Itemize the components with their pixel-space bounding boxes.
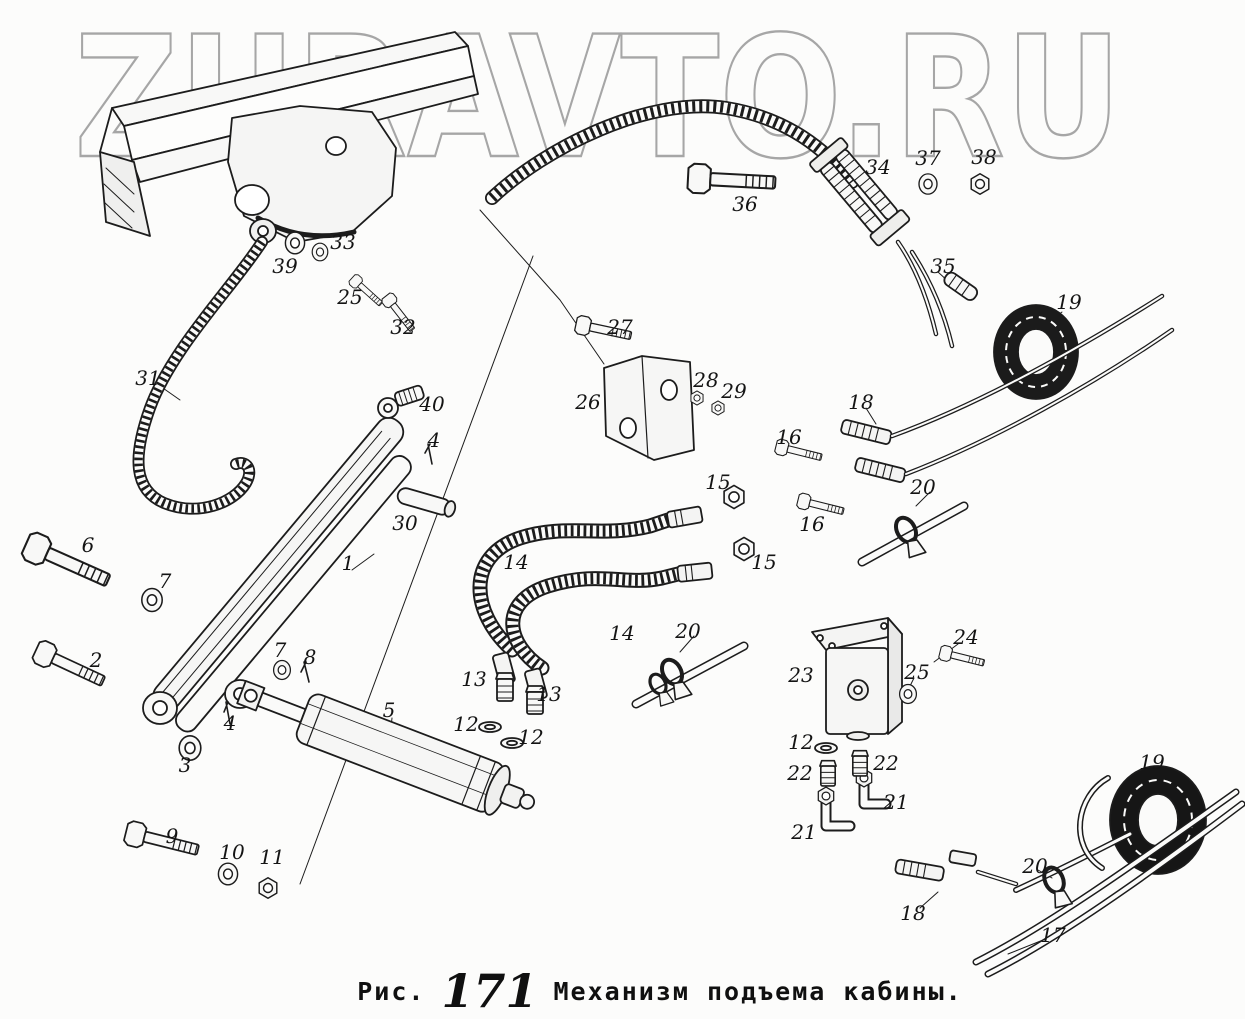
nut-28: [690, 390, 704, 406]
valve-23: [811, 617, 903, 741]
clamp-20-lower: [1037, 862, 1077, 913]
washer-7-left: [141, 587, 163, 613]
washer-25-right: [898, 683, 918, 705]
nut-29: [711, 400, 725, 416]
union-13-left: [495, 672, 515, 702]
clevis-40: [377, 384, 425, 419]
cotter-pin-4-top: [424, 443, 433, 465]
washer-10: [217, 862, 239, 886]
washer-7-mid: [272, 659, 292, 681]
figure-caption: Рис. 171 Механизм подъема кабины.: [357, 968, 962, 1014]
cotter-pin-4-bottom: [223, 701, 231, 725]
torsion-lever-1: [142, 384, 425, 733]
union-22-right: [851, 749, 869, 777]
caption-title: Механизм подъема кабины.: [553, 976, 963, 1006]
bolt-2: [29, 637, 110, 694]
cab-mount-rail: [99, 31, 479, 244]
caption-figure-number: 171: [441, 964, 538, 1018]
bolt-6: [18, 529, 116, 596]
bolt-27: [573, 314, 634, 346]
pin-30: [396, 487, 457, 518]
rope-31: [138, 242, 262, 509]
hydraulic-hoses-14: [480, 505, 714, 702]
washer-33: [311, 242, 329, 262]
clamp-rail-20-mid: [631, 641, 749, 710]
washer-12-left: [478, 721, 502, 733]
hydraulic-cylinder-5: [236, 680, 536, 816]
bolt-32: [379, 291, 419, 335]
nut-15-bottom: [733, 536, 755, 562]
bracket-26: [603, 355, 695, 461]
bolt-24: [937, 644, 987, 671]
fasteners: [18, 162, 990, 899]
clamp-rail-20-upper: [857, 501, 969, 567]
cotter-pin-8: [300, 661, 310, 683]
washer-37: [918, 173, 938, 195]
union-22-left: [819, 759, 837, 787]
washer-3: [178, 735, 202, 761]
cable-assembly-34: [809, 137, 955, 349]
bolt-9: [122, 819, 202, 863]
screw-16-bottom: [795, 491, 846, 520]
cable-18-lower: [894, 849, 1019, 887]
cable-18-upper: [840, 293, 1175, 483]
elbow-fittings-21: [817, 768, 892, 832]
washer-39: [284, 231, 306, 255]
nut-15-top: [723, 484, 745, 510]
washer-12-right: [814, 742, 838, 754]
sleeve-35: [943, 271, 979, 301]
nut-11: [258, 877, 278, 899]
nut-38: [970, 173, 990, 195]
washer-12-mid: [500, 737, 524, 749]
cables-17: [976, 775, 1242, 974]
union-13-right: [525, 685, 545, 715]
caption-prefix: Рис.: [357, 976, 426, 1006]
screw-16-top: [773, 437, 824, 466]
bolt-25-top: [347, 272, 386, 310]
